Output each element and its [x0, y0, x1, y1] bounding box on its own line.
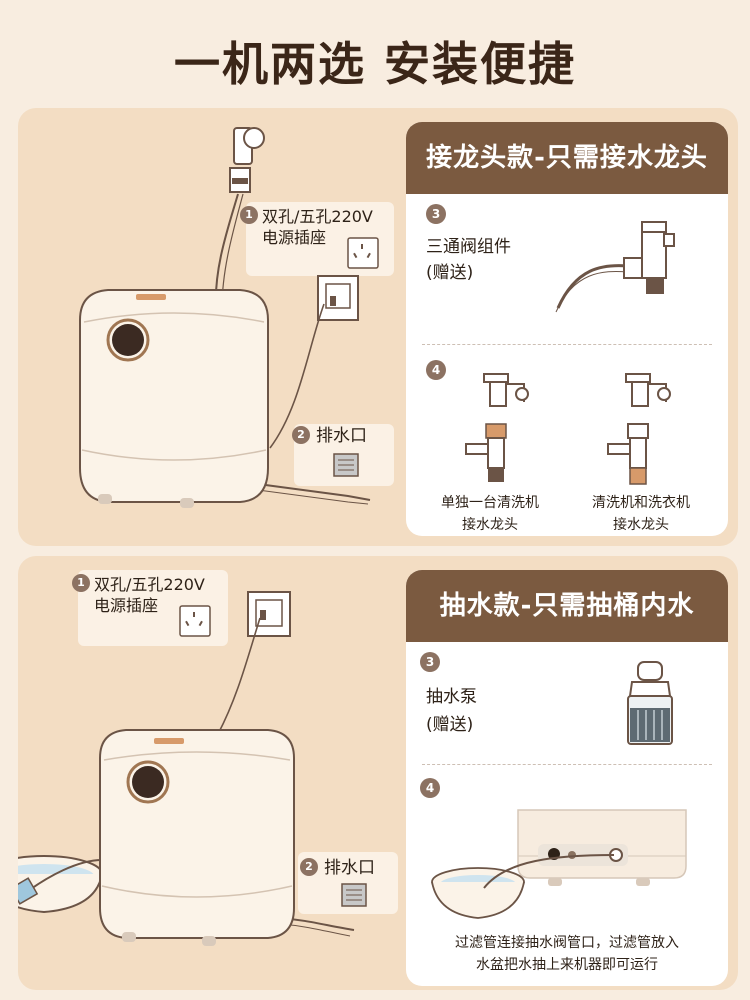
page-title: 一机两选 安装便捷 — [173, 37, 576, 91]
drain-label: 排水口 — [324, 858, 375, 878]
dual-machine-caption-line1: 清洗机和洗衣机 — [592, 495, 690, 511]
pump-gift-label: (赠送) — [426, 715, 474, 735]
drain-label: 排水口 — [316, 426, 367, 446]
dual-machine-caption: 清洗机和洗衣机 接水龙头 — [566, 492, 716, 536]
pump-label: 抽水泵 — [426, 687, 477, 707]
faucet-model-card: 接龙头款-只需接水龙头 3 三通阀组件 (赠送) — [406, 122, 728, 536]
faucet-step-number: 4 — [426, 360, 446, 380]
machine-closeup-icon — [517, 809, 687, 886]
pump-connect-caption: 过滤管连接抽水阀管口，过滤管放入 水盆把水抽上来机器即可运行 — [412, 932, 722, 976]
pump-connect-caption-line2: 水盆把水抽上来机器即可运行 — [476, 957, 658, 973]
pump-install-illustration — [18, 570, 398, 946]
faucet-dual-icon — [607, 373, 671, 485]
step-divider — [422, 344, 712, 345]
valve-label: 三通阀组件 — [426, 237, 511, 257]
wall-faucet-icon — [229, 127, 265, 193]
connect-step-number: 4 — [420, 778, 440, 798]
power-socket-icon — [179, 605, 211, 637]
single-machine-caption: 单独一台清洗机 接水龙头 — [420, 492, 560, 536]
power-socket-label: 双孔/五孔220V — [262, 207, 373, 226]
faucet-install-panel: 1 双孔/五孔220V 电源插座 2 排水口 接龙头款-只需接水龙头 3 三通阀… — [18, 108, 738, 546]
wall-socket-icon — [317, 275, 359, 321]
pump-card-illustration — [431, 661, 687, 919]
pump-connect-caption-line1: 过滤管连接抽水阀管口，过滤管放入 — [455, 935, 679, 951]
faucet-install-illustration — [79, 127, 394, 508]
wall-socket-icon — [247, 591, 291, 637]
faucet-single-icon — [465, 373, 529, 482]
dishwasher-machine-icon — [99, 729, 295, 946]
faucet-card-illustration — [465, 221, 675, 485]
floor-drain-icon — [333, 453, 359, 477]
power-step-number: 1 — [72, 574, 90, 592]
floor-drain-icon — [341, 883, 367, 907]
single-machine-caption-line1: 单独一台清洗机 — [441, 495, 539, 511]
power-socket-sublabel: 电源插座 — [262, 228, 327, 247]
power-socket-icon — [347, 237, 379, 269]
single-machine-caption-line2: 接水龙头 — [462, 517, 518, 533]
power-step-number: 1 — [240, 206, 258, 224]
pump-model-header: 抽水款-只需抽桶内水 — [406, 570, 728, 642]
dual-machine-caption-line2: 接水龙头 — [613, 517, 669, 533]
valve-step-number: 3 — [426, 204, 446, 224]
faucet-model-header: 接龙头款-只需接水龙头 — [406, 122, 728, 194]
pump-install-panel: 1 双孔/五孔220V 电源插座 2 排水口 抽水款-只需抽桶内水 3 抽水泵 … — [18, 556, 738, 990]
drain-step-number: 2 — [300, 858, 318, 876]
power-socket-label: 双孔/五孔220V — [94, 575, 205, 594]
three-way-valve-icon — [555, 221, 675, 313]
dishwasher-machine-icon — [79, 289, 269, 508]
step-divider — [422, 764, 712, 765]
water-pump-icon — [627, 661, 673, 745]
pump-model-card: 抽水款-只需抽桶内水 3 抽水泵 (赠送) — [406, 570, 728, 986]
drain-step-number: 2 — [292, 426, 310, 444]
power-socket-sublabel: 电源插座 — [94, 596, 159, 615]
pump-step-number: 3 — [420, 652, 440, 672]
valve-gift-label: (赠送) — [426, 263, 474, 283]
water-basin-icon — [431, 867, 525, 919]
